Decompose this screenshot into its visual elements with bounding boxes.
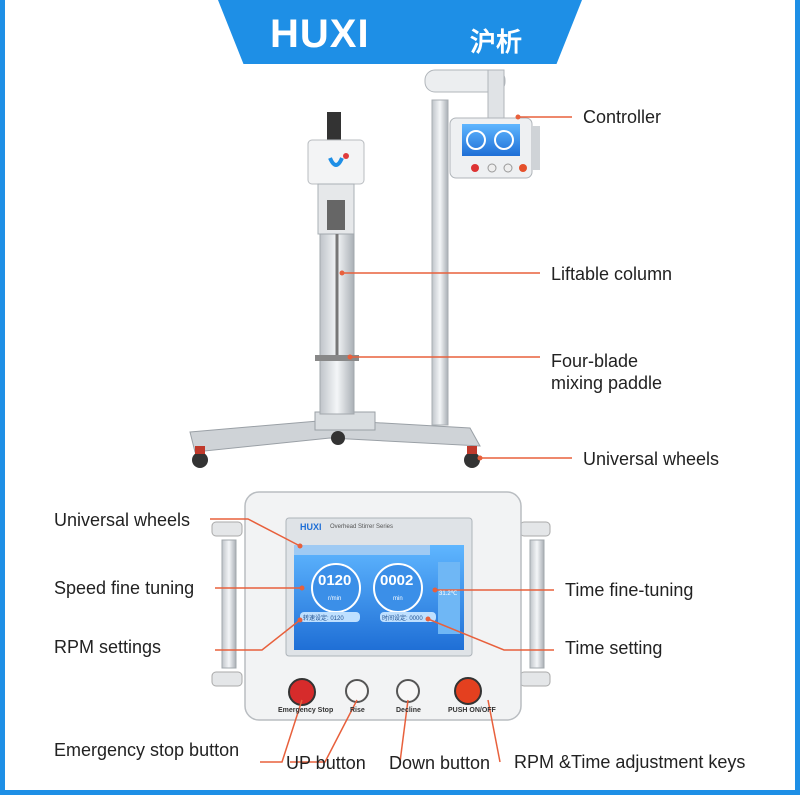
label-liftable-column: Liftable column <box>551 264 673 284</box>
btn-label-emergency: Emergency Stop <box>278 707 334 714</box>
label-universal-wheels-panel: Universal wheels <box>54 510 191 530</box>
wheel-left <box>192 452 208 468</box>
label-time-fine-tuning: Time fine-tuning <box>565 580 694 600</box>
power-knob <box>454 677 482 705</box>
brand-logo-cn: 沪析 <box>470 27 523 57</box>
callout-lines <box>210 116 572 763</box>
btn-label-rise: Rise <box>350 707 365 714</box>
label-time-setting: Time setting <box>565 638 663 658</box>
label-emergency-stop: Emergency stop button <box>54 740 240 760</box>
control-panel <box>211 491 551 721</box>
wheel-right <box>464 452 480 468</box>
speed-set: 转速设定: 0120 <box>303 616 344 622</box>
time-set: 时间设定: 0000 <box>382 616 423 622</box>
label-controller: Controller <box>583 107 662 127</box>
emergency-stop-knob <box>288 678 316 706</box>
label-rpm-time-keys: RPM &Time adjustment keys <box>514 752 746 772</box>
mixing-paddle <box>315 355 359 361</box>
rise-knob <box>345 679 369 703</box>
speed-value: 0120 <box>318 572 352 589</box>
label-speed-fine-tuning: Speed fine tuning <box>54 578 195 598</box>
speed-unit: r/min <box>328 596 342 602</box>
brand-logo: HUXI <box>270 12 370 56</box>
btn-label-decline: Decline <box>396 707 421 714</box>
label-rpm-settings: RPM settings <box>54 637 162 657</box>
label-down-button: Down button <box>389 753 491 773</box>
mixer-column <box>307 112 365 415</box>
label-up-button: UP button <box>286 753 366 773</box>
decline-knob <box>396 679 420 703</box>
time-unit: min <box>393 596 403 602</box>
panel-logo: HUXI <box>300 522 322 532</box>
stand-base <box>189 411 481 468</box>
panel-series: Overhead Stirrer Series <box>330 524 394 530</box>
wheel-middle <box>331 431 345 445</box>
brand-header-tab <box>218 0 582 64</box>
callout-dots <box>297 114 521 623</box>
label-paddle-line1: Four-blade <box>551 351 639 371</box>
time-value: 0002 <box>380 572 414 589</box>
temp-reading: 31.2℃ <box>439 591 458 597</box>
btn-label-power: PUSH ON/OFF <box>448 707 496 714</box>
label-paddle-line2: mixing paddle <box>551 373 663 393</box>
label-universal-wheels-top: Universal wheels <box>583 449 720 469</box>
controller-pole <box>424 69 540 426</box>
